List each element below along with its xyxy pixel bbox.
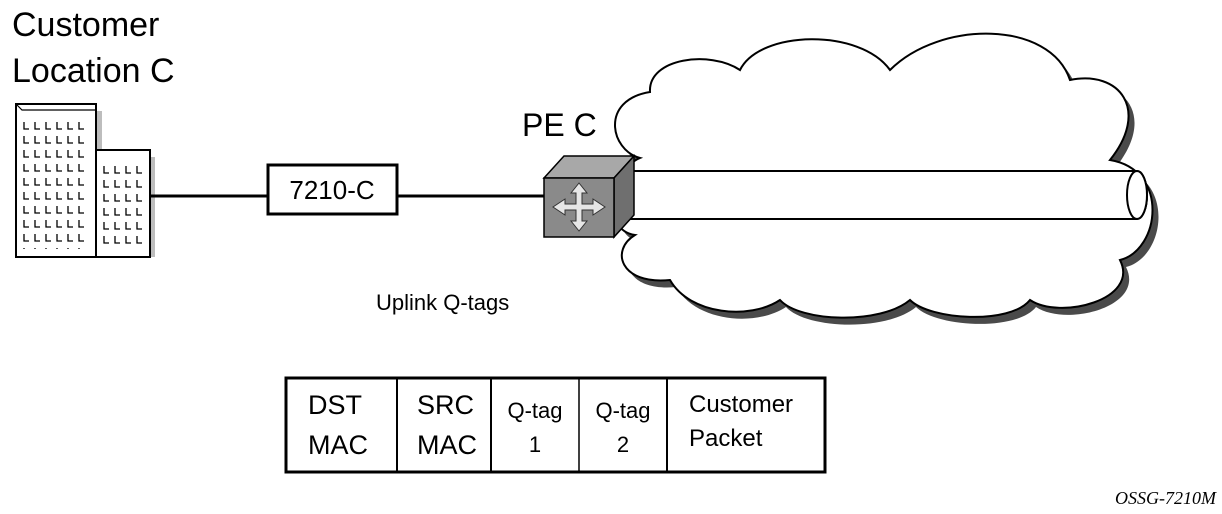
device-label: 7210-C — [289, 175, 374, 205]
site-title-line2: Location C — [12, 52, 175, 90]
figure-id: OSSG-7210M — [1115, 488, 1217, 508]
service-tunnel-pipe — [626, 170, 1148, 220]
field-line1: Q-tag — [507, 398, 562, 423]
field-line1: Customer — [689, 391, 793, 418]
field-line2: 1 — [529, 432, 541, 457]
uplink-label: Uplink Q-tags — [376, 290, 509, 315]
field-line2: MAC — [417, 430, 477, 460]
office-building-icon — [15, 103, 155, 258]
field-line1: SRC — [417, 390, 474, 420]
pe-label: PE C — [522, 107, 597, 143]
field-line2: 2 — [617, 432, 629, 457]
frame-field-dst-mac: DST MAC — [308, 390, 368, 460]
router-arrows-icon — [542, 154, 636, 239]
field-line2: Packet — [689, 425, 763, 452]
frame-format: DST MAC SRC MAC Q-tag 1 Q-tag 2 Customer… — [284, 376, 827, 474]
site-title-line1: Customer — [12, 6, 159, 44]
frame-field-src-mac: SRC MAC — [417, 390, 477, 460]
field-line2: MAC — [308, 430, 368, 460]
frame-field-q-tag-1: Q-tag 1 — [507, 398, 562, 457]
device-7210-c: 7210-C — [266, 163, 399, 216]
frame-field-customer-packet: Customer Packet — [689, 391, 793, 452]
field-line1: DST — [308, 390, 362, 420]
frame-field-q-tag-2: Q-tag 2 — [595, 398, 650, 457]
field-line1: Q-tag — [595, 398, 650, 423]
